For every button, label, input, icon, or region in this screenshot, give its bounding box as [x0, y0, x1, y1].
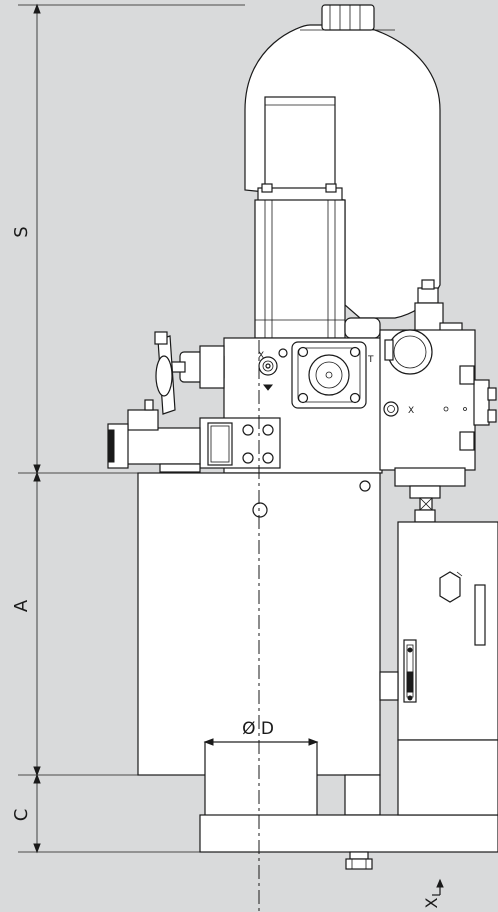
base-plate	[199, 814, 498, 870]
view-x-marker	[432, 878, 444, 896]
dimension-lines	[18, 3, 498, 854]
diameter-dimension	[203, 738, 319, 746]
manifold-block	[223, 329, 497, 523]
port-label-t: T	[367, 355, 374, 365]
dimension-c-label: C	[11, 809, 32, 822]
solenoid-valve	[107, 399, 281, 492]
side-housing	[379, 521, 498, 816]
port-label-x-right: X	[408, 406, 414, 416]
dimension-diameter-label: Ø D	[242, 719, 274, 739]
accumulator	[244, 4, 441, 339]
view-x-label: X	[422, 897, 441, 908]
hand-valve	[154, 331, 225, 415]
dimension-s-label: S	[11, 226, 32, 237]
port-label-x-left: X	[258, 351, 264, 361]
dimension-a-label: A	[11, 599, 32, 612]
